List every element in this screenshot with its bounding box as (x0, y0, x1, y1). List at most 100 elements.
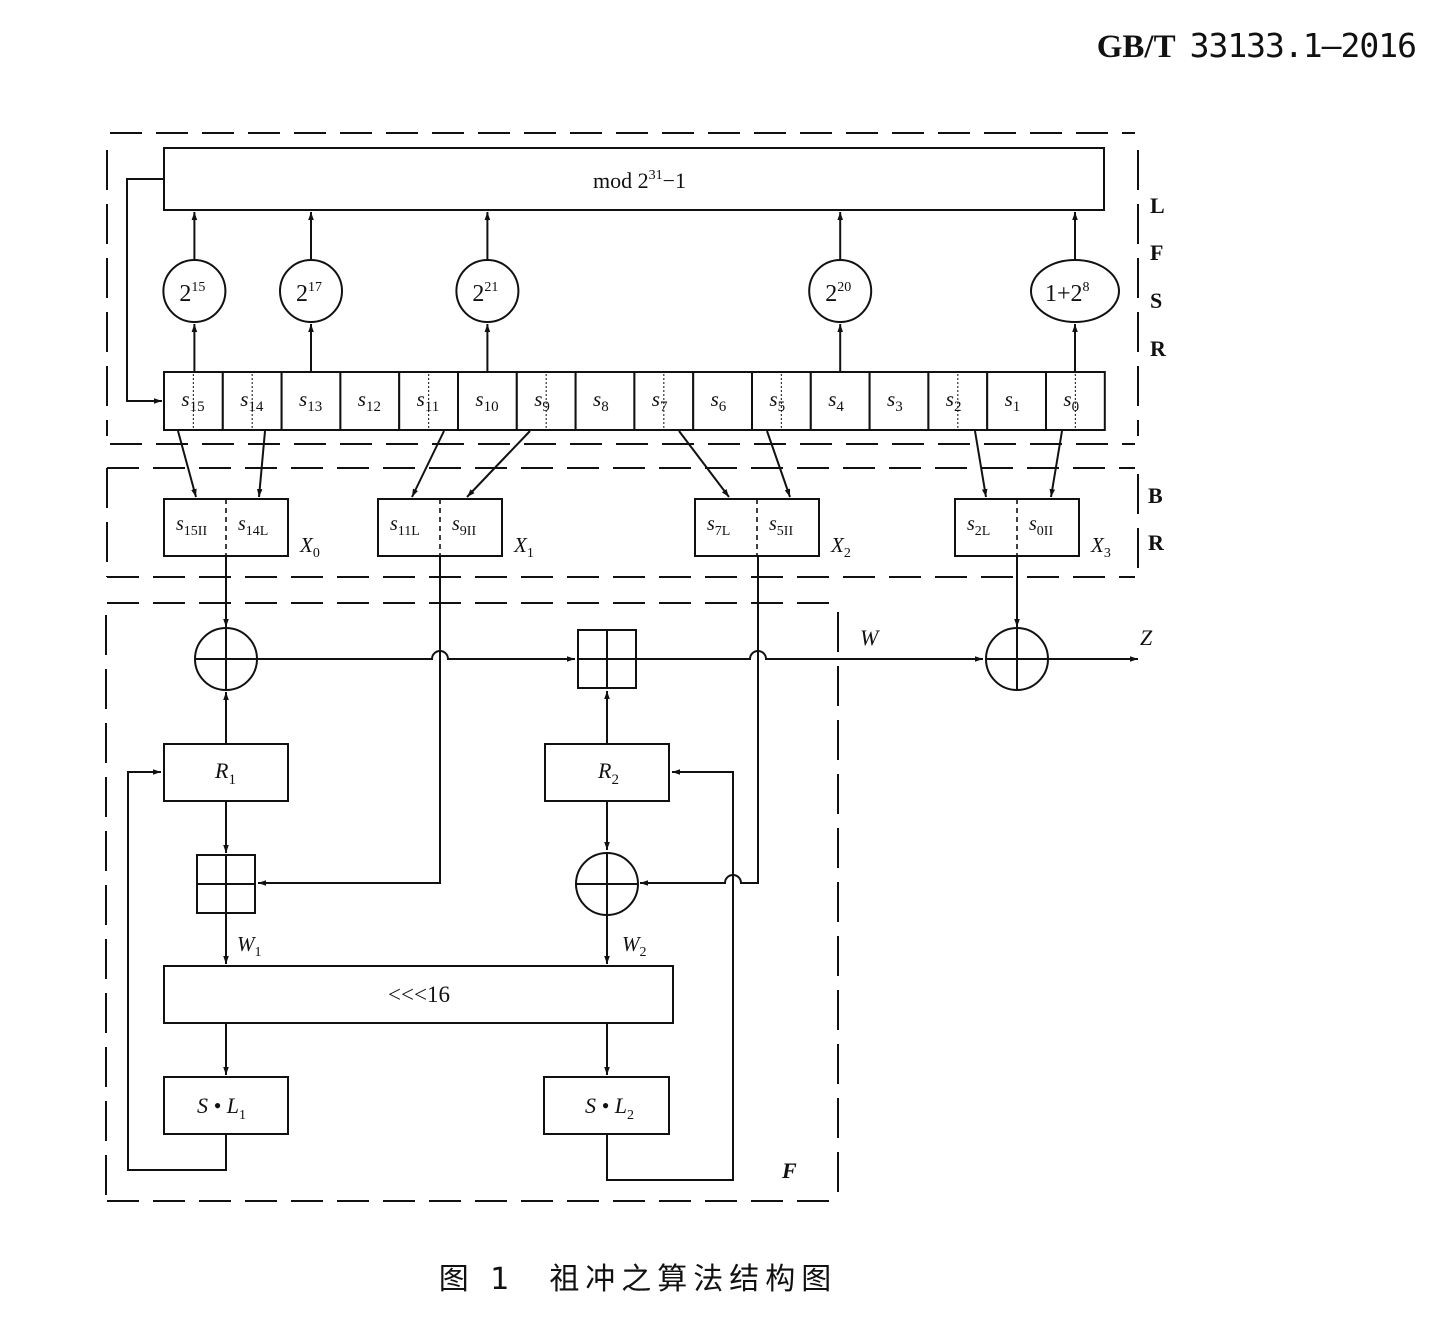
cell-label: s3 (887, 387, 903, 415)
word-name: X1 (513, 533, 534, 561)
register-cells: s15 s14 s13 s12 s11 s10 s9 s8 s7 s6 s5 s4 s3 s2 s1 s0 (163, 371, 1106, 431)
word-name: X2 (830, 533, 851, 561)
figure-title: 祖冲之算法结构图 (549, 1262, 838, 1297)
z-label: Z (1140, 625, 1153, 650)
multiplier-label: 217 (296, 280, 322, 307)
multiplier-s10: 221 (455, 212, 520, 372)
side-label-R2: R (1148, 530, 1165, 555)
rotate-label: <<<16 (388, 982, 450, 1007)
word-x0: s15II s14L X0 (163, 498, 320, 561)
word-x3: s2L s0II X3 (954, 498, 1111, 561)
word-name: X0 (299, 533, 320, 561)
lfsr-side-label: L F S R (1150, 193, 1167, 361)
sl2-feedback-line (606, 769, 734, 1181)
br-input-arrows (177, 430, 1063, 498)
svg-text:S • L1: S • L1 (197, 1093, 246, 1123)
rotate-box: <<<16 (163, 965, 674, 1024)
w1-label: W1 (237, 932, 262, 960)
lfsr-region-frame (106, 132, 1139, 445)
side-label-R: R (1150, 336, 1167, 361)
figure-number: 图 1 (438, 1262, 516, 1297)
sl1-feedback-line (127, 769, 227, 1171)
add-mod-box-left (196, 854, 256, 914)
r1-register: R1 (163, 743, 289, 802)
cell-label: s11 (417, 387, 440, 415)
register-cell-s13: s13 (280, 371, 342, 431)
cell-label: s9 (534, 387, 550, 415)
word-name: X3 (1090, 533, 1111, 561)
register-cell-s1: s1 (986, 371, 1048, 431)
register-cell-s2: s2 (927, 371, 989, 431)
register-cell-s7: s7 (633, 371, 695, 431)
word-right-half: s0II (1029, 513, 1053, 539)
svg-text:R1: R1 (214, 758, 236, 788)
cell-label: s0 (1063, 387, 1079, 415)
multiplier-s4: 220 (808, 212, 873, 372)
cell-label: s5 (769, 387, 785, 415)
word-right-half: s14L (238, 513, 268, 539)
figure-caption: 图 1 祖冲之算法结构图 (0, 1254, 1276, 1298)
register-cell-s4: s4 (809, 371, 871, 431)
word-right-half: s9II (452, 513, 476, 539)
register-cell-s15: s15 (163, 371, 224, 431)
cell-label: s14 (240, 387, 264, 415)
multiplier-label: 220 (825, 280, 851, 307)
f-label: F (781, 1158, 797, 1183)
xor-to-add-line (257, 650, 575, 662)
word-x1: s11L s9II X1 (377, 498, 534, 561)
multipliers: 215 217 221 220 1+28 (162, 212, 1120, 372)
side-label-S: S (1150, 288, 1162, 313)
standard-number: 33133.1—2016 (1189, 26, 1417, 65)
svg-text:R2: R2 (597, 758, 619, 788)
register-cell-s6: s6 (692, 371, 754, 431)
svg-text:S • L2: S • L2 (585, 1093, 634, 1123)
cell-label: s8 (593, 387, 609, 415)
xor-top (194, 627, 258, 691)
register-cell-s0: s0 (1045, 371, 1106, 431)
cell-label: s4 (828, 387, 844, 415)
word-left-half: s2L (967, 513, 990, 539)
multiplier-label: 221 (472, 280, 498, 307)
cell-label: s7 (652, 387, 668, 415)
word-left-half: s7L (707, 513, 730, 539)
multiplier-s13: 217 (279, 212, 343, 372)
sl1-box: S • L1 (163, 1076, 289, 1135)
cell-label: s12 (358, 387, 381, 415)
cell-label: s6 (711, 387, 727, 415)
cell-label: s1 (1005, 387, 1021, 415)
register-cell-s8: s8 (574, 371, 636, 431)
xor-output (985, 627, 1049, 691)
feedback-line (126, 178, 164, 404)
side-label-F: F (1150, 240, 1163, 265)
register-cell-s9: s9 (515, 371, 577, 431)
register-cell-s11: s11 (398, 371, 460, 431)
register-cell-s3: s3 (868, 371, 930, 431)
register-cell-s5: s5 (751, 371, 812, 431)
add-mod-box-top (577, 629, 637, 689)
side-label-B: B (1148, 483, 1163, 508)
cell-label: s15 (181, 387, 204, 415)
r2-register: R2 (544, 743, 670, 802)
cell-label: s10 (475, 387, 498, 415)
f-function-region-frame (105, 602, 839, 1202)
multiplier-label: 215 (179, 280, 205, 307)
br-side-label: B R (1148, 483, 1165, 555)
mod-box: mod 231−1 (163, 147, 1105, 211)
register-cell-s14: s14 (221, 371, 283, 431)
sl2-box: S • L2 (543, 1076, 670, 1135)
w-label: W (860, 625, 880, 650)
cell-label: s2 (946, 387, 962, 415)
word-left-half: s11L (390, 513, 420, 539)
multiplier-s0: 1+28 (1030, 212, 1120, 372)
multiplier-label: 1+28 (1045, 280, 1090, 307)
x2-line (640, 556, 759, 886)
standard-prefix: GB/T (1096, 29, 1176, 65)
register-cell-s10: s10 (457, 371, 518, 431)
w-output-line (636, 650, 983, 662)
word-left-half: s15II (176, 513, 207, 539)
standard-code: GB/T 33133.1—2016 (1096, 26, 1417, 66)
cell-label: s13 (299, 387, 322, 415)
